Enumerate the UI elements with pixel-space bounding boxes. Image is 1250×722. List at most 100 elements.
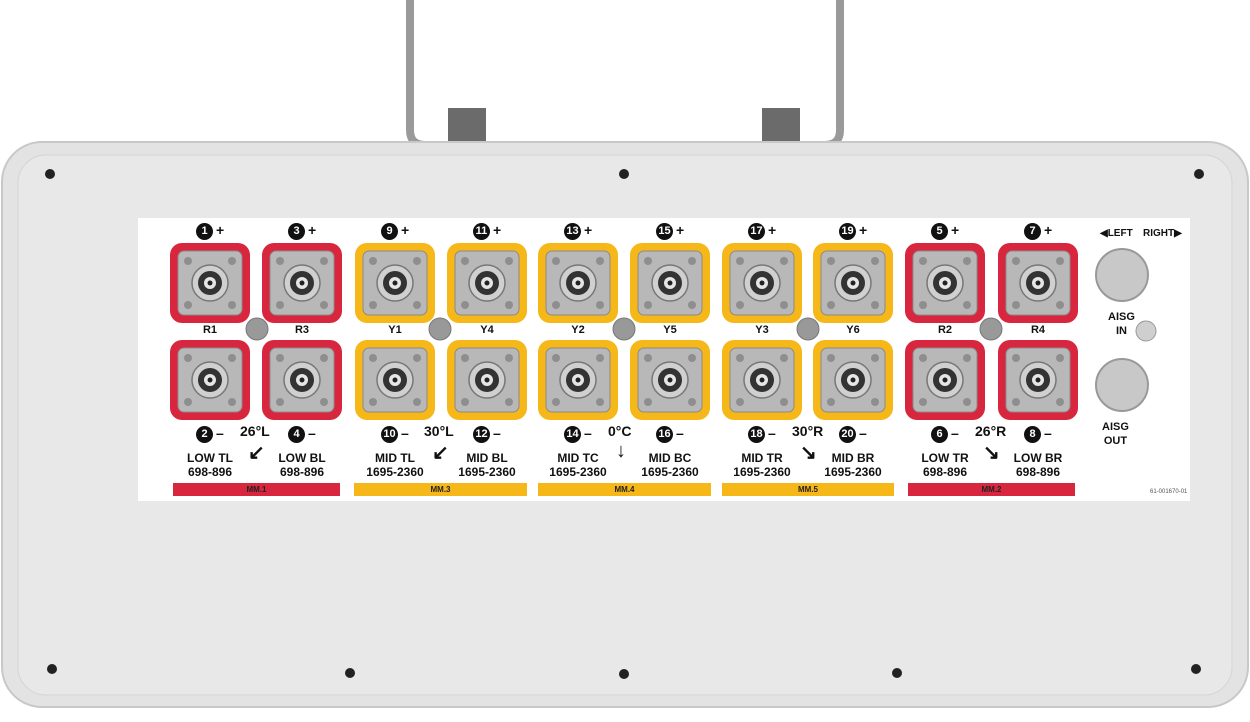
port-number-badge: 10 — [381, 425, 398, 443]
aisg-out-line1: AISG — [1102, 421, 1129, 433]
port-number-15: 15+ — [656, 222, 684, 240]
port-number-badge: 12 — [473, 425, 490, 443]
port-label-Y2: Y2 — [571, 324, 585, 336]
alignment-screw — [612, 317, 636, 341]
port-17[interactable] — [722, 243, 802, 323]
mm-bar-MM.2: MM.2 — [908, 483, 1075, 496]
port-number-badge: 8 — [1024, 425, 1041, 443]
aisg-out-connector[interactable] — [1095, 358, 1149, 412]
tilt-label-1: 30°L — [424, 423, 454, 439]
band-name: LOW BR — [1013, 451, 1063, 465]
port-9[interactable] — [355, 243, 435, 323]
port-15[interactable] — [630, 243, 710, 323]
tilt-arrow-1: ↙ — [432, 442, 449, 464]
port-4[interactable] — [262, 340, 342, 420]
port-number-badge: 20 — [839, 425, 856, 443]
band-range: 1695-2360 — [733, 465, 791, 479]
port-label-Y3: Y3 — [755, 324, 769, 336]
port-14[interactable] — [538, 340, 618, 420]
band-range: 1695-2360 — [641, 465, 699, 479]
aisg-right-label: RIGHT▶ — [1143, 228, 1182, 239]
band-name: LOW BL — [278, 451, 326, 465]
tilt-label-4: 26°R — [975, 423, 1007, 439]
port-sign: + — [676, 222, 685, 238]
port-label-Y4: Y4 — [480, 324, 494, 336]
mm-bar-MM.3: MM.3 — [354, 483, 527, 496]
tilt-arrow-4: ↘ — [983, 442, 1000, 464]
port-number-6: 6– — [931, 425, 959, 443]
port-number-14: 14– — [564, 425, 592, 443]
mm-bar-MM.1: MM.1 — [173, 483, 340, 496]
port-label-R3: R3 — [294, 324, 310, 336]
port-label-R2: R2 — [937, 324, 953, 336]
port-6[interactable] — [905, 340, 985, 420]
aisg-left-text: LEFT — [1107, 228, 1133, 239]
port-16[interactable] — [630, 340, 710, 420]
port-sign: – — [401, 425, 409, 441]
port-number-3: 3+ — [288, 222, 316, 240]
port-number-badge: 4 — [288, 425, 305, 443]
port-number-8: 8– — [1024, 425, 1052, 443]
alignment-screw — [979, 317, 1003, 341]
aisg-left-label: ◀LEFT — [1100, 228, 1133, 239]
port-number-badge: 14 — [564, 425, 581, 443]
port-20[interactable] — [813, 340, 893, 420]
port-1[interactable] — [170, 243, 250, 323]
port-number-badge: 1 — [196, 222, 213, 240]
band-name: LOW TR — [921, 451, 969, 465]
port-11[interactable] — [447, 243, 527, 323]
port-sign: + — [584, 222, 593, 238]
port-number-badge: 5 — [931, 222, 948, 240]
port-19[interactable] — [813, 243, 893, 323]
port-18[interactable] — [722, 340, 802, 420]
port-3[interactable] — [262, 243, 342, 323]
port-number-17: 17+ — [748, 222, 776, 240]
port-7[interactable] — [998, 243, 1078, 323]
alignment-screw — [796, 317, 820, 341]
band-range: 698-896 — [187, 465, 233, 479]
port-number-badge: 11 — [473, 222, 490, 240]
port-13[interactable] — [538, 243, 618, 323]
port-number-13: 13+ — [564, 222, 592, 240]
band-name: LOW TL — [187, 451, 233, 465]
port-number-10: 10– — [381, 425, 409, 443]
port-sign: + — [859, 222, 868, 238]
aisg-out-line2: OUT — [1103, 435, 1128, 447]
port-number-badge: 13 — [564, 222, 581, 240]
port-number-19: 19+ — [839, 222, 867, 240]
port-10[interactable] — [355, 340, 435, 420]
aisg-in-line2: IN — [1115, 325, 1127, 337]
port-number-badge: 18 — [748, 425, 765, 443]
port-8[interactable] — [998, 340, 1078, 420]
port-sign: – — [216, 425, 224, 441]
alignment-screw — [245, 317, 269, 341]
tilt-label-3: 30°R — [792, 423, 824, 439]
band-range: 1695-2360 — [366, 465, 424, 479]
band-range: 1695-2360 — [458, 465, 516, 479]
port-label-R4: R4 — [1030, 324, 1046, 336]
port-sign: + — [768, 222, 777, 238]
mm-bar-MM.5: MM.5 — [722, 483, 894, 496]
port-number-badge: 2 — [196, 425, 213, 443]
port-5[interactable] — [905, 243, 985, 323]
port-label-Y6: Y6 — [846, 324, 860, 336]
mm-bar-MM.4: MM.4 — [538, 483, 711, 496]
port-12[interactable] — [447, 340, 527, 420]
aisg-in-connector[interactable] — [1095, 248, 1149, 302]
part-number: 61-001670-01 — [1150, 489, 1188, 495]
port-2[interactable] — [170, 340, 250, 420]
tilt-arrow-3: ↘ — [800, 442, 817, 464]
port-number-2: 2– — [196, 425, 224, 443]
port-number-badge: 9 — [381, 222, 398, 240]
port-sign: – — [584, 425, 592, 441]
port-number-badge: 17 — [748, 222, 765, 240]
aisg-in-line1: AISG — [1108, 311, 1135, 323]
